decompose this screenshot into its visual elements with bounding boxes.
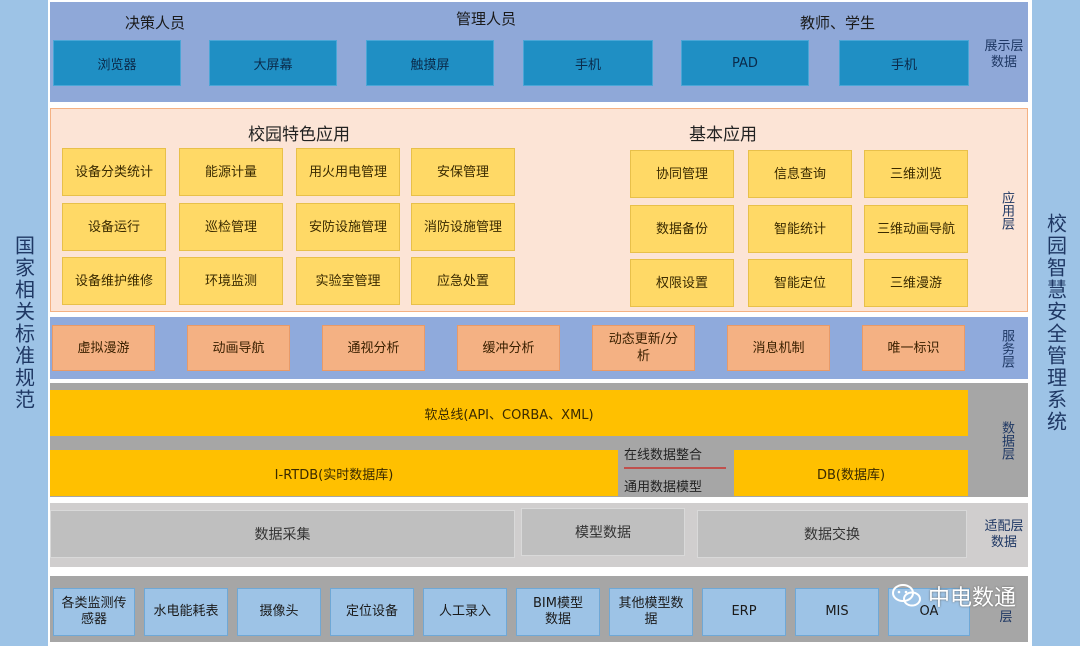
app-collaboration: 协同管理 [630, 150, 734, 198]
app-security: 安保管理 [411, 148, 515, 196]
display-bigscreen-box: 大屏幕 [209, 40, 337, 86]
app-device-maintenance: 设备维护维修 [62, 257, 166, 305]
right-system-label: 校园智慧安全管理系统 [1043, 213, 1068, 433]
app-device-classification: 设备分类统计 [62, 148, 166, 196]
display-touchscreen-box: 触摸屏 [366, 40, 494, 86]
svc-messaging: 消息机制 [727, 325, 830, 371]
svc-virtual-roaming: 虚拟漫游 [52, 325, 155, 371]
source-sensors: 各类监测传感器 [53, 588, 135, 636]
display-layer-label: 展示层 数据 [984, 39, 1024, 70]
app-fire-electric: 用火用电管理 [296, 148, 400, 196]
app-energy-metering: 能源计量 [179, 148, 283, 196]
data-layer-label: 数据层 [999, 420, 1014, 460]
online-data-integration-label: 在线数据整合 [624, 448, 703, 463]
app-device-operation: 设备运行 [62, 203, 166, 251]
wechat-icon [892, 584, 921, 607]
svc-visibility: 通视分析 [322, 325, 425, 371]
app-inspection: 巡检管理 [179, 203, 283, 251]
source-erp: ERP [702, 588, 786, 636]
svc-unique-id: 唯一标识 [862, 325, 965, 371]
source-layer-label: 层 [999, 610, 1013, 625]
display-pad-box: PAD [681, 40, 809, 86]
app-permissions: 权限设置 [630, 259, 734, 307]
app-data-backup: 数据备份 [630, 205, 734, 253]
display-phone2-box: 手机 [839, 40, 969, 86]
watermark-text: 中电数通 [928, 586, 1017, 611]
right-system-column: 校园智慧安全管理系统 [1032, 0, 1080, 646]
adapter-model-data: 模型数据 [521, 508, 685, 556]
application-layer-label: 应用层 [999, 190, 1014, 230]
left-standards-column: 国家相关标准规范 [0, 0, 48, 646]
service-layer-label: 服务层 [999, 328, 1014, 368]
basic-apps-title: 基本应用 [689, 125, 757, 145]
app-3d-roaming: 三维漫游 [864, 259, 968, 307]
app-security-facilities: 安防设施管理 [296, 203, 400, 251]
adapter-data-collection: 数据采集 [50, 510, 515, 558]
soft-bus-box: 软总线(API、CORBA、XML) [50, 390, 968, 436]
audience-managers: 管理人员 [456, 10, 517, 28]
source-other-models: 其他模型数据 [609, 588, 693, 636]
app-3d-browse: 三维浏览 [864, 150, 968, 198]
app-smart-stats: 智能统计 [748, 205, 852, 253]
svc-animation-nav: 动画导航 [187, 325, 290, 371]
app-lab: 实验室管理 [296, 257, 400, 305]
data-integration-arrow [624, 467, 726, 469]
app-fire-facilities: 消防设施管理 [411, 203, 515, 251]
adapter-data-exchange: 数据交换 [697, 510, 967, 558]
db-box: DB(数据库) [734, 450, 968, 496]
source-cameras: 摄像头 [237, 588, 321, 636]
display-browser-box: 浏览器 [53, 40, 181, 86]
audience-teachers-students: 教师、学生 [800, 14, 876, 32]
source-manual-entry: 人工录入 [423, 588, 507, 636]
svc-dynamic-update: 动态更新/分析 [592, 325, 695, 371]
adapter-layer-label: 适配层 数据 [984, 519, 1024, 550]
source-bim-data: BIM模型数据 [516, 588, 600, 636]
app-info-query: 信息查询 [748, 150, 852, 198]
source-mis: MIS [795, 588, 879, 636]
app-3d-animation-nav: 三维动画导航 [864, 205, 968, 253]
display-phone-box: 手机 [523, 40, 653, 86]
app-emergency: 应急处置 [411, 257, 515, 305]
source-utility-meters: 水电能耗表 [144, 588, 228, 636]
app-smart-location: 智能定位 [748, 259, 852, 307]
left-standards-label: 国家相关标准规范 [11, 235, 36, 411]
audience-decision-makers: 决策人员 [125, 14, 186, 32]
watermark: 中电数通 [892, 580, 1016, 612]
rtdb-box: I-RTDB(实时数据库) [50, 450, 618, 496]
source-oa: OA [888, 588, 970, 636]
special-apps-title: 校园特色应用 [248, 125, 350, 145]
app-environment: 环境监测 [179, 257, 283, 305]
svc-buffer: 缓冲分析 [457, 325, 560, 371]
common-data-model-label: 通用数据模型 [624, 480, 703, 495]
source-positioning: 定位设备 [330, 588, 414, 636]
